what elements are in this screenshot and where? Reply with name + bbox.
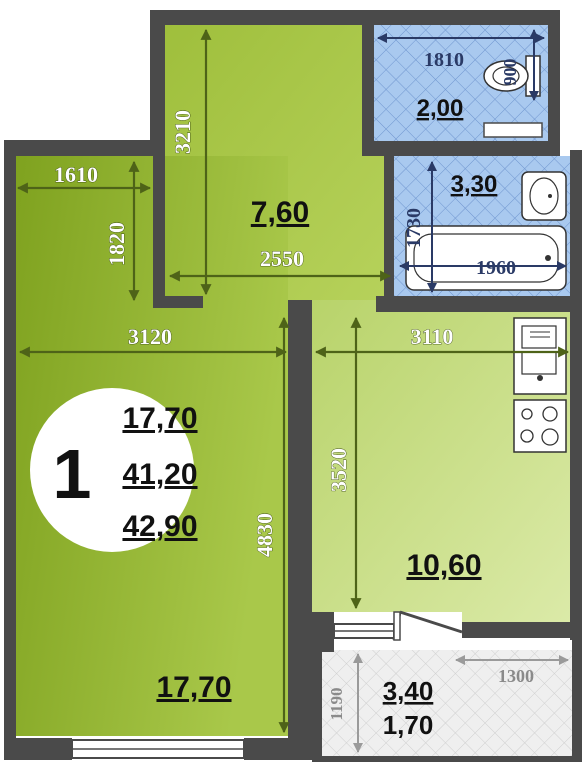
dim-balcony-depth: 1190 <box>327 687 346 720</box>
summary-circle <box>30 388 194 552</box>
wall-kitchen-bottom-right <box>462 622 582 638</box>
wall-living-bottom-right <box>244 738 312 760</box>
dim-room-height: 4830 <box>252 513 277 557</box>
wall-stub <box>288 300 300 312</box>
area-bath: 3,30 <box>451 171 498 198</box>
wall-hall-bathcorner <box>376 296 394 312</box>
area-balcony-full: 3,40 <box>383 676 434 706</box>
wall-wc-bottom <box>362 141 560 156</box>
area-wc: 2,00 <box>417 95 464 122</box>
dim-hall-width: 2550 <box>260 246 304 271</box>
area-living: 17,70 <box>156 671 231 704</box>
wc-vent-window <box>483 122 543 138</box>
wall-hall-bottom-left <box>153 296 203 308</box>
wall-living-top <box>4 140 165 156</box>
dim-room-top-width: 1610 <box>54 162 98 187</box>
summary-total-area-no-balcony: 41,20 <box>122 458 197 491</box>
area-kitchen: 10,60 <box>406 549 481 582</box>
dim-balcony-width: 1300 <box>498 666 534 686</box>
area-balcony-reduced: 1,70 <box>383 710 434 740</box>
stove-icon <box>513 399 567 453</box>
balcony-floor <box>322 650 572 758</box>
wall-living-kitchen <box>288 300 312 760</box>
dim-wc-depth: 900 <box>500 59 520 86</box>
wall-kitchen-right <box>570 150 582 640</box>
rooms-count: 1 <box>53 435 92 513</box>
area-hall: 7,60 <box>251 196 309 229</box>
balcony-door-frame <box>393 611 401 641</box>
bathtub-icon <box>405 225 567 291</box>
wall-living-left <box>4 140 16 760</box>
wall-balcony-left <box>312 640 322 760</box>
wall-balcony-right <box>572 636 582 760</box>
kitchen-floor <box>312 300 570 622</box>
dimension-lines <box>16 28 570 734</box>
dim-kitchen-width: 3110 <box>411 324 454 349</box>
wall-bath-left <box>384 156 394 301</box>
wall-living-hall <box>153 140 165 305</box>
walls <box>4 10 582 762</box>
bath-dimension-lines <box>377 29 567 293</box>
dim-wc-width: 1810 <box>424 49 464 71</box>
wall-top <box>150 10 560 25</box>
dim-room-top-height: 1820 <box>104 222 129 266</box>
dim-hall-height: 3210 <box>170 110 195 154</box>
wall-living-bottom-left <box>4 738 72 760</box>
wall-bath-bottom <box>376 296 572 312</box>
wall-balcony-bottom <box>312 756 582 762</box>
dim-kitchen-height: 3520 <box>326 448 351 492</box>
dim-room-width: 3120 <box>128 324 172 349</box>
wall-hall-left-upper <box>150 10 165 140</box>
summary-living-area: 17,70 <box>122 402 197 435</box>
balcony-door <box>392 610 463 641</box>
summary-total-area: 42,90 <box>122 510 197 543</box>
dim-bath-width: 1960 <box>476 257 516 279</box>
sink-icon <box>521 171 567 221</box>
windows-doors <box>71 122 543 759</box>
wall-wc-right <box>548 10 560 150</box>
dim-bath-height: 1730 <box>403 208 425 248</box>
balcony-dimension-lines <box>353 653 569 753</box>
wall-wc-left <box>362 25 374 155</box>
summary-badge: 1 17,70 41,20 42,90 <box>30 388 198 552</box>
kitchen-sink-icon <box>513 317 567 395</box>
